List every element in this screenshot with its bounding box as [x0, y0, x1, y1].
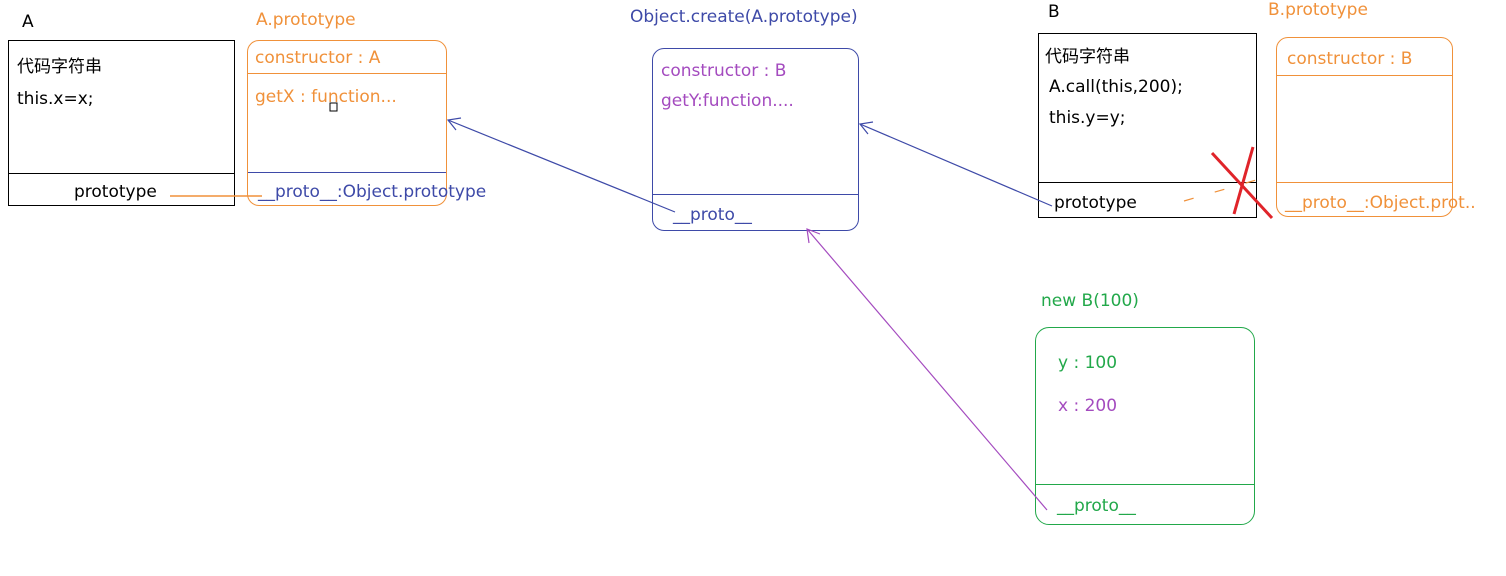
box-new-b-line2: x : 200	[1058, 396, 1118, 416]
box-object-create-line1: constructor : B	[661, 61, 787, 81]
box-a-title: A	[22, 12, 34, 32]
box-b: 代码字符串 A.call(this,200); this.y=y; protot…	[1038, 33, 1257, 218]
box-object-create-divider	[653, 194, 858, 195]
box-b-prototype: constructor : B __proto__:Object.prot..	[1276, 37, 1476, 217]
box-b-footer: prototype	[1054, 193, 1137, 213]
box-b-prototype-line1: constructor : B	[1287, 49, 1413, 69]
box-a-prototype-line2: getX : function...	[255, 87, 397, 107]
box-new-b-footer: __proto__	[1057, 496, 1136, 516]
box-a-prototype-divider-bottom	[248, 172, 446, 173]
box-new-b-divider	[1036, 484, 1254, 485]
box-a-footer: prototype	[74, 182, 157, 202]
box-new-b-line1: y : 100	[1058, 353, 1118, 373]
box-b-prototype-divider-bottom	[1277, 182, 1452, 183]
box-a-prototype-line1: constructor : A	[255, 48, 381, 68]
box-a-line2: this.x=x;	[17, 89, 94, 109]
box-a-divider	[9, 173, 234, 174]
box-b-prototype-title: B.prototype	[1268, 0, 1368, 20]
b-prototype-arrowhead	[858, 121, 874, 135]
box-object-create-title: Object.create(A.prototype)	[630, 7, 858, 27]
object-create-proto-arrowhead	[446, 117, 462, 131]
box-new-b: y : 100 x : 200 __proto__	[1035, 327, 1255, 525]
box-b-line2: A.call(this,200);	[1049, 77, 1183, 97]
box-a-prototype-title: A.prototype	[256, 10, 356, 30]
box-a-prototype-divider-top	[248, 73, 446, 74]
box-a-prototype: constructor : A getX : function... __pro…	[247, 40, 486, 206]
box-b-line1: 代码字符串	[1045, 47, 1130, 67]
new-b-proto-arrowhead	[806, 228, 821, 244]
box-b-divider	[1039, 182, 1256, 183]
box-object-create: constructor : B getY:function.... __prot…	[652, 48, 859, 231]
box-new-b-title: new B(100)	[1041, 291, 1139, 311]
box-b-prototype-divider-top	[1277, 75, 1452, 76]
box-b-line3: this.y=y;	[1049, 108, 1126, 128]
box-b-prototype-footer: __proto__:Object.prot..	[1285, 193, 1476, 213]
box-b-title: B	[1048, 2, 1060, 22]
box-a-prototype-footer: __proto__:Object.prototype	[258, 182, 487, 202]
b-prototype-arrow	[859, 123, 1053, 207]
box-a: 代码字符串 this.x=x; prototype	[8, 40, 235, 206]
box-object-create-footer: __proto__	[673, 205, 752, 225]
box-a-line1: 代码字符串	[17, 57, 102, 77]
box-object-create-line2: getY:function....	[661, 91, 794, 111]
new-b-proto-arrow	[806, 228, 1048, 511]
